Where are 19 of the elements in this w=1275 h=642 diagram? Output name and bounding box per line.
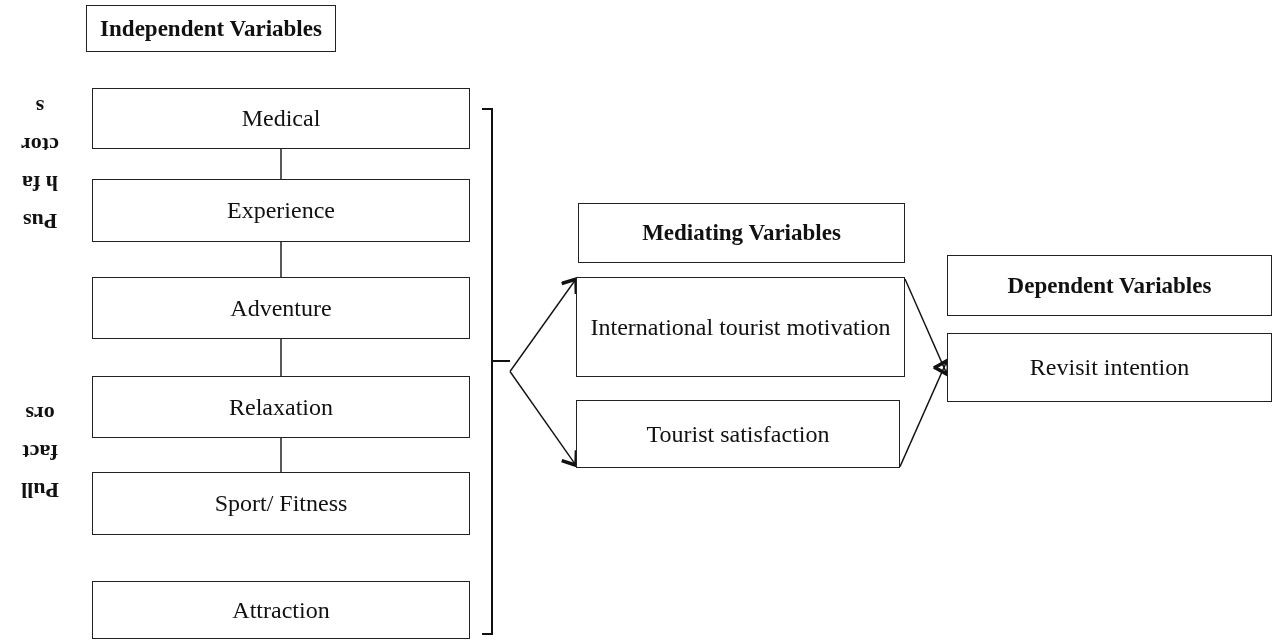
variable-box: Adventure [92, 277, 470, 339]
variable-box: Sport/ Fitness [92, 472, 470, 535]
connector-line [280, 148, 282, 180]
header-box: Mediating Variables [578, 203, 905, 263]
connector-line [280, 338, 282, 377]
connector-line [280, 241, 282, 278]
bracket [482, 108, 510, 635]
variable-box: Attraction [92, 581, 470, 639]
variable-box: Medical [92, 88, 470, 149]
variable-box: International tourist motivation [576, 277, 905, 377]
header-box: Independent Variables [86, 5, 336, 52]
side-label: Push factors [20, 94, 60, 236]
connector-line [280, 437, 282, 473]
variable-box: Relaxation [92, 376, 470, 438]
header-box: Dependent Variables [947, 255, 1272, 316]
side-label: Pull factors [20, 401, 60, 505]
variable-box: Tourist satisfaction [576, 400, 900, 468]
variable-box: Revisit intention [947, 333, 1272, 402]
variable-box: Experience [92, 179, 470, 242]
